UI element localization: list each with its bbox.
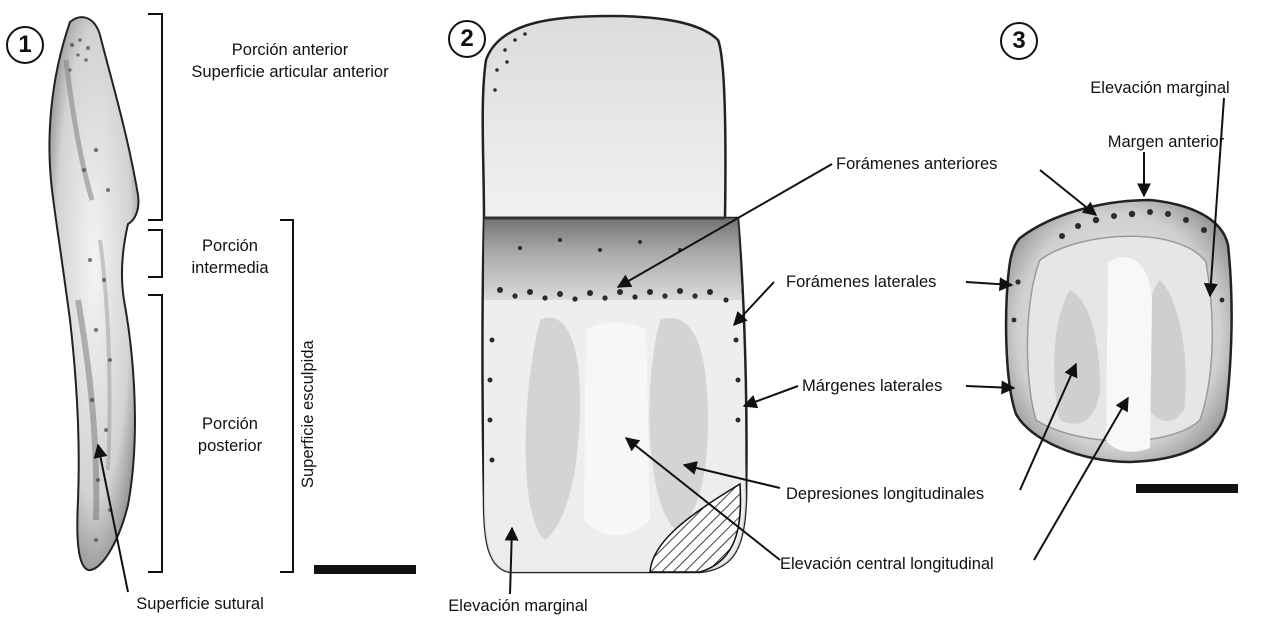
label-porcion-anterior: Porción anterior <box>232 40 348 60</box>
label-superficie-articular-anterior: Superficie articular anterior <box>191 62 388 82</box>
scale-bar-3 <box>1136 484 1238 493</box>
label-porcion-posterior-line1: Porción <box>202 414 258 434</box>
panel-number-3: 3 <box>1000 22 1038 60</box>
label-elevacion-central-longitudinal: Elevación central longitudinal <box>780 554 994 574</box>
panel-number-2: 2 <box>448 20 486 58</box>
label-porcion-intermedia-line2: intermedia <box>191 258 268 278</box>
label-porcion-posterior-line2: posterior <box>198 436 262 456</box>
specimen-3 <box>1006 200 1232 462</box>
label-foramenes-anteriores: Forámenes anteriores <box>836 154 997 174</box>
label-elevacion-marginal-2: Elevación marginal <box>448 596 587 616</box>
arrow-margenes-laterales-3 <box>966 386 1014 388</box>
label-superficie-esculpida: Superficie esculpida <box>299 340 318 488</box>
arrow-foramenes-laterales-3 <box>966 282 1012 285</box>
label-elevacion-marginal-3: Elevación marginal <box>1090 78 1229 98</box>
brackets-panel-1 <box>148 14 293 572</box>
specimen-2 <box>483 16 747 572</box>
scale-bar-1 <box>314 565 416 574</box>
arrow-foramenes-anteriores-3 <box>1040 170 1096 215</box>
panel-number-1: 1 <box>6 26 44 64</box>
label-porcion-intermedia-line1: Porción <box>202 236 258 256</box>
label-margen-anterior: Margen anterior <box>1108 132 1224 152</box>
label-margenes-laterales: Márgenes laterales <box>802 376 942 396</box>
label-foramenes-laterales: Forámenes laterales <box>786 272 936 292</box>
arrow-margenes-laterales-2 <box>744 386 798 406</box>
specimen-1 <box>49 17 138 570</box>
label-superficie-sutural: Superficie sutural <box>136 594 263 614</box>
label-depresiones-longitudinales: Depresiones longitudinales <box>786 484 984 504</box>
